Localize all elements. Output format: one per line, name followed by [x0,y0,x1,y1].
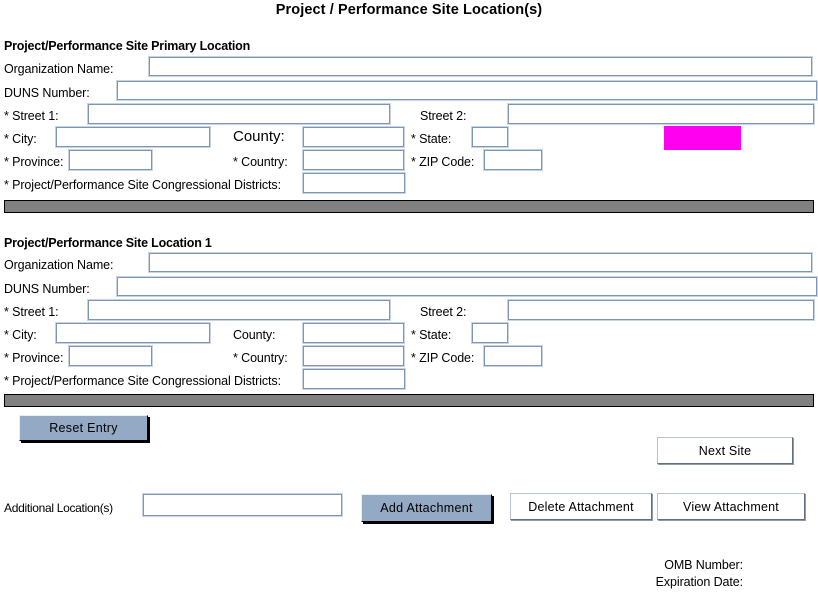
delete-attachment-button[interactable]: Delete Attachment [510,493,652,520]
input-country-location1[interactable] [302,345,405,367]
input-province-location1[interactable] [68,345,153,367]
label-duns-number-primary: DUNS Number: [4,86,90,100]
section-heading-primary-location: Project/Performance Site Primary Locatio… [4,39,251,53]
label-country-location1: * Country: [233,351,288,365]
label-province-location1: * Province: [4,351,64,365]
input-duns-number-location1[interactable] [116,276,818,297]
input-city-location1[interactable] [55,322,211,344]
input-street2-location1[interactable] [507,299,815,321]
input-organization-name-primary[interactable] [148,56,813,77]
input-country-primary[interactable] [302,149,405,171]
input-zip-location1[interactable] [483,345,543,367]
label-county-primary: County: [233,128,285,145]
label-country-primary: * Country: [233,155,288,169]
label-province-primary: * Province: [4,155,64,169]
next-site-button[interactable]: Next Site [657,437,793,464]
input-county-location1[interactable] [302,322,405,344]
label-street2-primary: Street 2: [420,109,467,123]
label-organization-name-primary: Organization Name: [4,62,114,76]
input-state-primary[interactable] [471,126,509,148]
label-duns-number-location1: DUNS Number: [4,282,90,296]
label-state-location1: * State: [411,328,452,342]
label-state-primary: * State: [411,132,452,146]
label-zip-location1: * ZIP Code: [411,351,475,365]
label-street2-location1: Street 2: [420,305,467,319]
input-province-primary[interactable] [68,149,153,171]
view-attachment-button[interactable]: View Attachment [657,493,805,520]
label-additional-locations: Additional Location(s) [4,501,113,515]
expiration-date-label: Expiration Date: [655,575,743,589]
page-title: Project / Performance Site Location(s) [275,2,543,18]
input-congressional-districts-primary[interactable] [302,172,406,194]
label-city-primary: * City: [4,132,37,146]
highlight-block [664,126,741,150]
label-street1-primary: * Street 1: [4,109,59,123]
label-organization-name-location1: Organization Name: [4,258,114,272]
input-county-primary[interactable] [302,126,405,148]
label-city-location1: * City: [4,328,37,342]
label-county-location1: County: [233,328,276,342]
section-heading-location-1: Project/Performance Site Location 1 [4,236,212,250]
label-zip-primary: * ZIP Code: [411,155,475,169]
omb-number-label: OMB Number: [664,558,743,572]
reset-entry-button[interactable]: Reset Entry [19,415,148,441]
input-city-primary[interactable] [55,126,211,148]
input-congressional-districts-location1[interactable] [302,368,406,390]
label-street1-location1: * Street 1: [4,305,59,319]
section-divider-2 [4,394,814,407]
input-street1-primary[interactable] [87,103,391,125]
input-state-location1[interactable] [471,322,509,344]
input-street1-location1[interactable] [87,299,391,321]
label-congressional-districts-primary: * Project/Performance Site Congressional… [4,178,281,192]
section-divider-1 [4,200,814,213]
input-additional-locations[interactable] [142,493,343,517]
input-zip-primary[interactable] [483,149,543,171]
input-duns-number-primary[interactable] [116,80,818,101]
input-organization-name-location1[interactable] [148,252,813,273]
label-congressional-districts-location1: * Project/Performance Site Congressional… [4,374,281,388]
add-attachment-button[interactable]: Add Attachment [361,494,492,522]
input-street2-primary[interactable] [507,103,815,125]
